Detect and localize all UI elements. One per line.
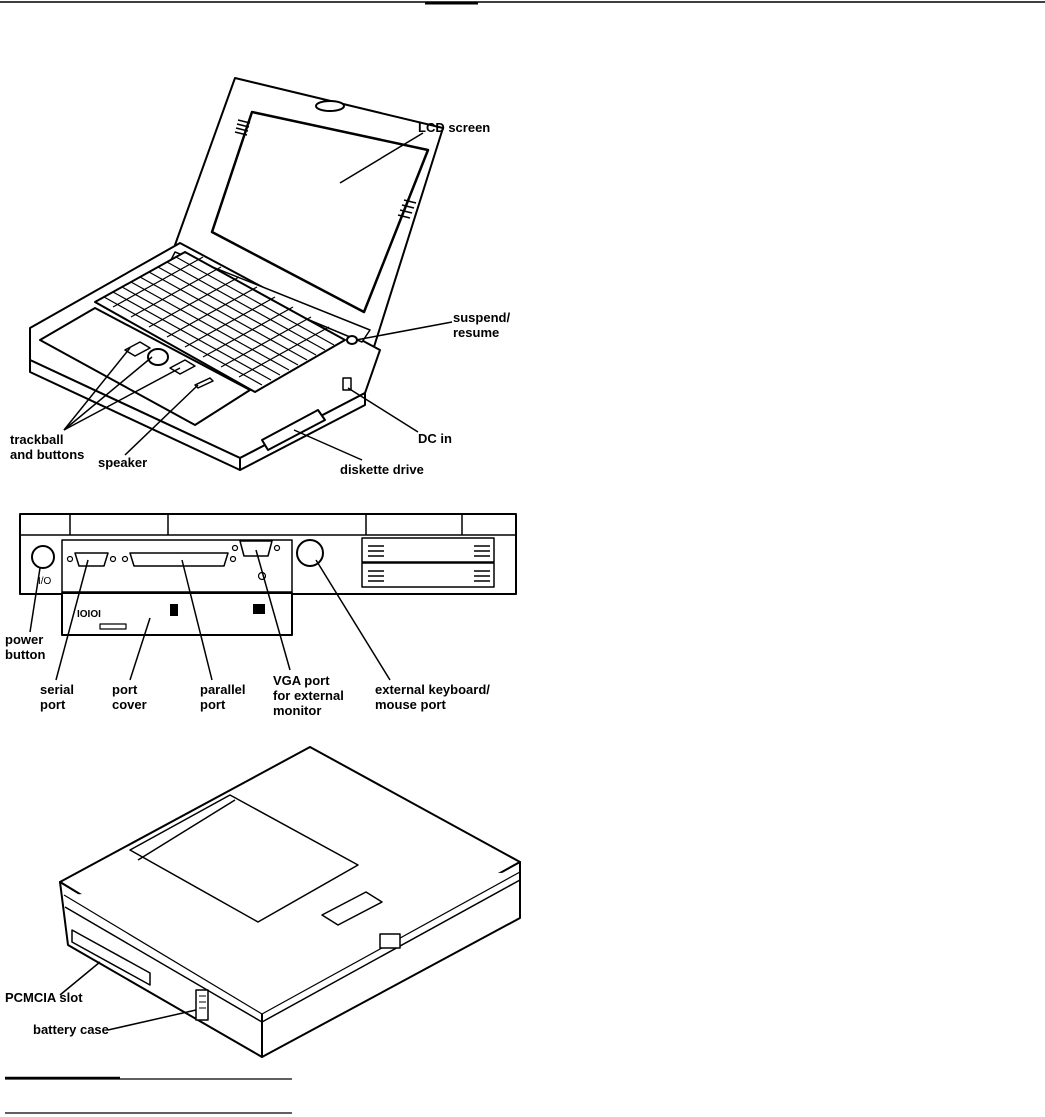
printer-icon [170, 604, 178, 616]
port-cover-tab [100, 624, 126, 629]
label-parallel-line-2: port [200, 697, 246, 712]
label-vga-line-2: for external [273, 688, 344, 703]
diskette-leader [294, 430, 362, 460]
rear-panel-illustration: I/O IOIOI [20, 514, 516, 635]
battery-case [196, 990, 208, 1020]
label-suspend-resume: suspend/ resume [453, 310, 510, 340]
label-speaker-text: speaker [98, 455, 147, 470]
open-laptop-illustration [30, 78, 443, 470]
monitor-icon [253, 604, 265, 614]
label-parallel-line-1: parallel [200, 682, 246, 697]
label-suspend-line-1: suspend/ [453, 310, 510, 325]
label-dc-in-text: DC in [418, 431, 452, 446]
label-battery-text: battery case [33, 1022, 109, 1037]
parallel-port [130, 553, 228, 566]
rear-vents [362, 538, 494, 587]
label-port-cover: port cover [112, 682, 147, 712]
label-keyboard-mouse-port: external keyboard/ mouse port [375, 682, 490, 712]
front-latch [380, 934, 400, 948]
label-serial-port: serial port [40, 682, 74, 712]
label-lcd-screen: LCD screen [418, 120, 490, 135]
label-keyboard-line-1: external keyboard/ [375, 682, 490, 697]
label-pcmcia-text: PCMCIA slot [5, 990, 83, 1005]
label-trackball-line-1: trackball [10, 432, 84, 447]
label-parallel-port: parallel port [200, 682, 246, 712]
label-cover-line-1: port [112, 682, 147, 697]
label-vga-line-3: monitor [273, 703, 344, 718]
lid-latch [316, 101, 344, 111]
serial-port [75, 553, 108, 566]
label-speaker: speaker [98, 455, 147, 470]
label-suspend-line-2: resume [453, 325, 510, 340]
suspend-button [347, 336, 357, 344]
label-keyboard-line-2: mouse port [375, 697, 490, 712]
port-cover-glyph: IOIOI [77, 609, 101, 620]
label-battery-case: battery case [33, 1022, 109, 1037]
label-trackball-line-2: and buttons [10, 447, 84, 462]
label-serial-line-1: serial [40, 682, 74, 697]
label-vga-port: VGA port for external monitor [273, 673, 344, 718]
vga-port [240, 541, 272, 556]
label-pcmcia-slot: PCMCIA slot [5, 990, 83, 1005]
label-diskette-text: diskette drive [340, 462, 424, 477]
label-trackball-buttons: trackball and buttons [10, 432, 84, 462]
power-button [32, 546, 54, 568]
label-power-line-1: power [5, 632, 45, 647]
label-cover-line-2: cover [112, 697, 147, 712]
dc-in-jack [343, 378, 351, 390]
label-power-button: power button [5, 632, 45, 662]
label-diskette-drive: diskette drive [340, 462, 424, 477]
label-vga-line-1: VGA port [273, 673, 344, 688]
keyboard-mouse-port [297, 540, 323, 566]
label-power-line-2: button [5, 647, 45, 662]
label-lcd-screen-text: LCD screen [418, 120, 490, 135]
closed-laptop-illustration [60, 747, 520, 1057]
dc-leader [348, 388, 418, 432]
battery-leader [108, 1010, 196, 1030]
power-symbol: I/O [38, 576, 52, 587]
label-serial-line-2: port [40, 697, 74, 712]
label-dc-in: DC in [418, 431, 452, 446]
